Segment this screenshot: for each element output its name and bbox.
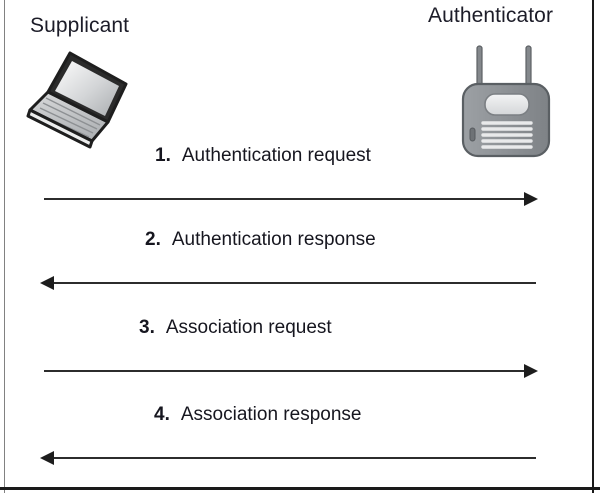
message-arrow-left <box>40 276 538 290</box>
message-arrow-left <box>40 451 538 465</box>
message-number: 1. <box>155 145 171 166</box>
frame-border-bottom <box>0 487 600 490</box>
laptop-icon <box>22 48 142 157</box>
message-label: 2. Authentication response <box>145 229 376 251</box>
arrow-head <box>40 451 54 465</box>
arrow-shaft <box>52 282 536 284</box>
message-number: 2. <box>145 229 161 250</box>
message-label: 4. Association response <box>154 404 361 426</box>
frame-border-left <box>4 0 5 493</box>
arrow-head <box>40 276 54 290</box>
message-row: 1. Authentication request <box>0 145 600 206</box>
frame-border-right <box>592 0 594 493</box>
message-arrow-right <box>40 192 538 206</box>
message-row: 3. Association request <box>0 317 600 378</box>
message-label: 1. Authentication request <box>155 145 371 167</box>
supplicant-label: Supplicant <box>30 14 130 37</box>
arrow-head <box>524 364 538 378</box>
message-number: 3. <box>139 317 155 338</box>
message-text: Association response <box>180 404 362 425</box>
message-label: 3. Association request <box>139 317 332 339</box>
access-point-icon <box>452 38 560 168</box>
message-text: Authentication request <box>181 145 371 166</box>
message-arrow-right <box>40 364 538 378</box>
message-number: 4. <box>154 404 170 425</box>
message-text: Authentication response <box>171 229 376 250</box>
authenticator-label: Authenticator <box>428 4 554 27</box>
arrow-shaft <box>52 457 536 459</box>
arrow-head <box>524 192 538 206</box>
arrow-shaft <box>44 198 526 200</box>
message-row: 4. Association response <box>0 404 600 465</box>
arrow-shaft <box>44 370 526 372</box>
message-row: 2. Authentication response <box>0 229 600 290</box>
message-text: Association request <box>165 317 332 338</box>
